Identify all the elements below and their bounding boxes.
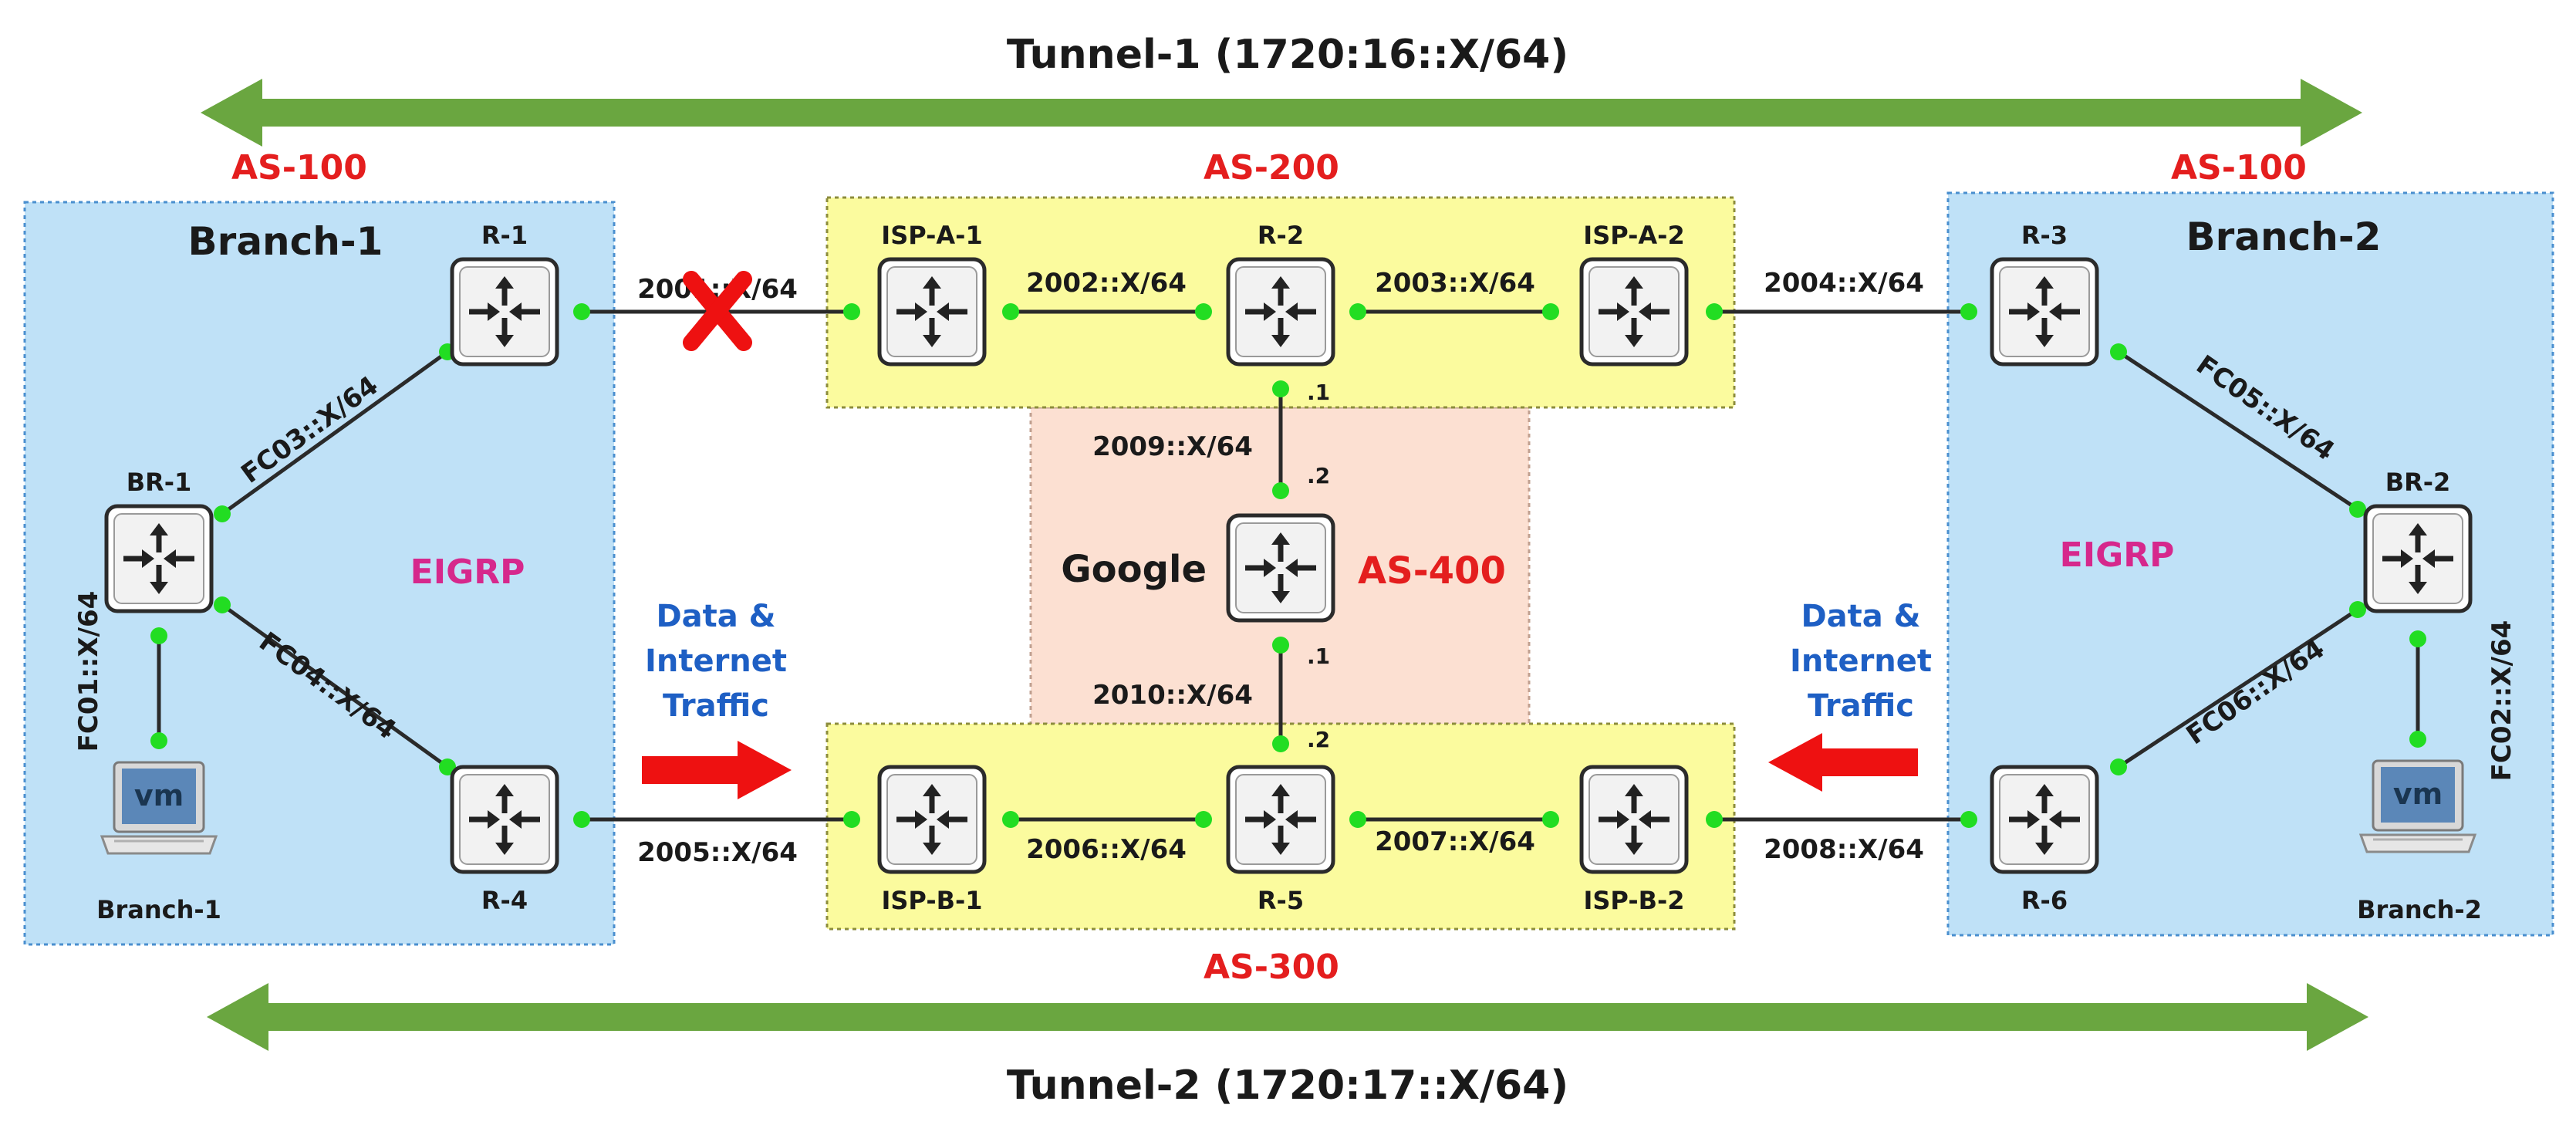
router-r2[interactable] (1228, 259, 1333, 364)
label-br2: BR-2 (2385, 468, 2451, 497)
link-label-fc01: FC01::X/64 (73, 591, 104, 752)
router-icon (1582, 767, 1686, 872)
link-r3-br2 (2117, 350, 2359, 512)
link-label-2007: 2007::X/64 (1375, 826, 1535, 857)
pc-screen-text: vm (134, 779, 184, 812)
traffic-right-line-3: Traffic (1808, 688, 1914, 724)
as-300-label: AS-300 (1204, 948, 1339, 987)
label-r6: R-6 (2021, 886, 2068, 915)
traffic-left-line-3: Traffic (663, 688, 769, 724)
tunnel-1-arrow (201, 79, 2362, 147)
eigrp-right-label: EIGRP (2060, 535, 2175, 575)
router-r1[interactable] (452, 259, 557, 364)
router-isp-b-2[interactable] (1582, 767, 1686, 872)
router-icon (106, 506, 211, 611)
router-br2[interactable] (2365, 506, 2470, 611)
label-r3: R-3 (2021, 221, 2068, 250)
router-icon (879, 259, 984, 364)
pc-branch-2-label: Branch-2 (2357, 895, 2482, 924)
branch-2-title: Branch-2 (2186, 215, 2382, 259)
router-br1[interactable] (106, 506, 211, 611)
link-label-2010: 2010::X/64 (1092, 680, 1253, 711)
links (157, 309, 2420, 822)
tunnel-1-label: Tunnel-1 (1720:16::X/64) (1007, 32, 1568, 78)
pc-screen-text: vm (2393, 777, 2443, 811)
label-isp-b-1: ISP-B-1 (881, 886, 982, 915)
link-label-2005: 2005::X/64 (637, 837, 798, 868)
label-isp-a-1: ISP-A-1 (881, 221, 982, 250)
router-isp-a-2[interactable] (1582, 259, 1686, 364)
router-google[interactable] (1228, 515, 1333, 620)
eigrp-left-label: EIGRP (410, 552, 525, 592)
traffic-right: Data & Internet Traffic (1768, 599, 1932, 792)
label-isp-b-2: ISP-B-2 (1583, 886, 1684, 915)
link-dots (150, 303, 2426, 828)
link-failure-x-icon (683, 271, 752, 351)
router-icon (1582, 259, 1686, 364)
link-label-2002: 2002::X/64 (1026, 268, 1187, 299)
pc-branch-2[interactable]: vm (2359, 759, 2476, 853)
router-icon (1228, 259, 1333, 364)
traffic-left-line-1: Data & (656, 599, 775, 634)
link-br1-r4 (221, 603, 449, 769)
router-icon (2365, 506, 2470, 611)
tunnel-2-label: Tunnel-2 (1720:17::X/64) (1007, 1062, 1568, 1109)
traffic-left-line-2: Internet (645, 644, 787, 679)
octet-r2-bottom: .1 (1307, 380, 1330, 405)
octet-google-top: .2 (1307, 463, 1330, 488)
as-100-right-label: AS-100 (2171, 148, 2307, 188)
label-r1: R-1 (481, 221, 528, 250)
label-isp-a-2: ISP-A-2 (1583, 221, 1684, 250)
label-r2: R-2 (1258, 221, 1304, 250)
as-400-label: AS-400 (1358, 549, 1506, 593)
label-r5: R-5 (1258, 886, 1304, 915)
traffic-right-arrow (642, 741, 792, 799)
router-icon (879, 767, 984, 872)
branch-1-title: Branch-1 (188, 219, 383, 264)
router-icon (452, 259, 557, 364)
router-r6[interactable] (1992, 767, 2097, 872)
router-isp-a-1[interactable] (879, 259, 984, 364)
router-icon (1228, 767, 1333, 872)
link-label-fc02: FC02::X/64 (2487, 620, 2517, 782)
octet-r5-top: .2 (1307, 727, 1330, 752)
link-label-2009: 2009::X/64 (1092, 431, 1253, 462)
router-r3[interactable] (1992, 259, 2097, 364)
label-br1: BR-1 (127, 468, 192, 497)
as-200-label: AS-200 (1204, 148, 1339, 188)
link-br1-r1 (221, 350, 449, 516)
router-icon (1992, 767, 2097, 872)
octet-google-bottom: .1 (1307, 644, 1330, 669)
traffic-right-line-1: Data & (1801, 599, 1920, 634)
traffic-left: Data & Internet Traffic (642, 599, 792, 799)
label-r4: R-4 (481, 886, 528, 915)
traffic-right-line-2: Internet (1790, 644, 1932, 679)
router-isp-b-1[interactable] (879, 767, 984, 872)
link-r6-br2 (2117, 607, 2359, 769)
tunnel-2-arrow (207, 983, 2368, 1051)
link-label-2006: 2006::X/64 (1026, 834, 1187, 865)
pc-branch-1[interactable]: vm (100, 761, 218, 855)
router-icon (452, 767, 557, 872)
as-100-left-label: AS-100 (231, 148, 367, 188)
router-icon (1228, 515, 1333, 620)
router-r4[interactable] (452, 767, 557, 872)
label-google: Google (1061, 548, 1207, 591)
traffic-left-arrow (1768, 733, 1918, 792)
link-label-2003: 2003::X/64 (1375, 268, 1535, 299)
router-r5[interactable] (1228, 767, 1333, 872)
link-label-2008: 2008::X/64 (1764, 834, 1924, 865)
router-icon (1992, 259, 2097, 364)
link-label-2004: 2004::X/64 (1764, 268, 1924, 299)
pc-branch-1-label: Branch-1 (96, 895, 221, 924)
